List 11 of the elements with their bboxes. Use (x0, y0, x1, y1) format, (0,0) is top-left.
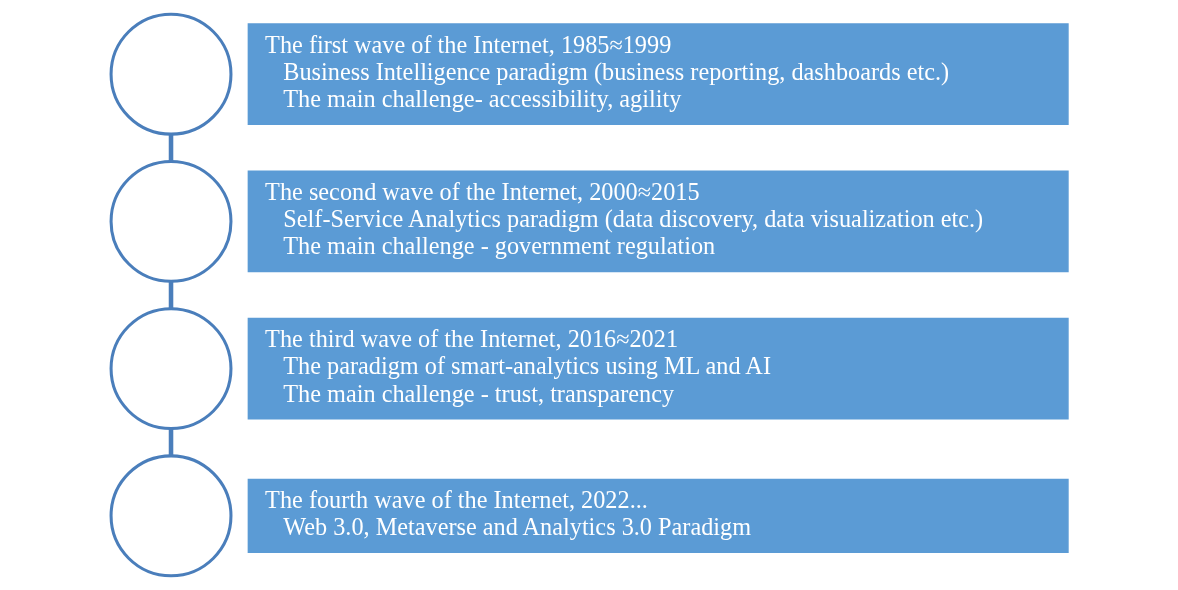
node-box: The second wave of the Internet, 2000≈2015 Self-Service Analytics paradigm (data discovery, data visualization etc.) The main challenge - government regulation (247, 170, 1069, 273)
node-circle (109, 159, 232, 283)
node-box: The first wave of the Internet, 1985≈1999 Business Intelligence paradigm (business reporting, dashboards etc.) The main challenge- accessibility, agility (247, 23, 1069, 126)
node-box: The fourth wave of the Internet, 2022... Web 3.0, Metaverse and Analytics 3.0 Paradigm (247, 478, 1069, 553)
node-circle (109, 454, 232, 578)
node-circle (109, 307, 232, 431)
connector (168, 428, 173, 456)
node-circle (109, 12, 232, 136)
connector (168, 281, 173, 309)
connector (168, 134, 173, 162)
node-box: The third wave of the Internet, 2016≈2021 The paradigm of smart-analytics using ML and AI The main challenge - trust, transparency (247, 317, 1069, 420)
